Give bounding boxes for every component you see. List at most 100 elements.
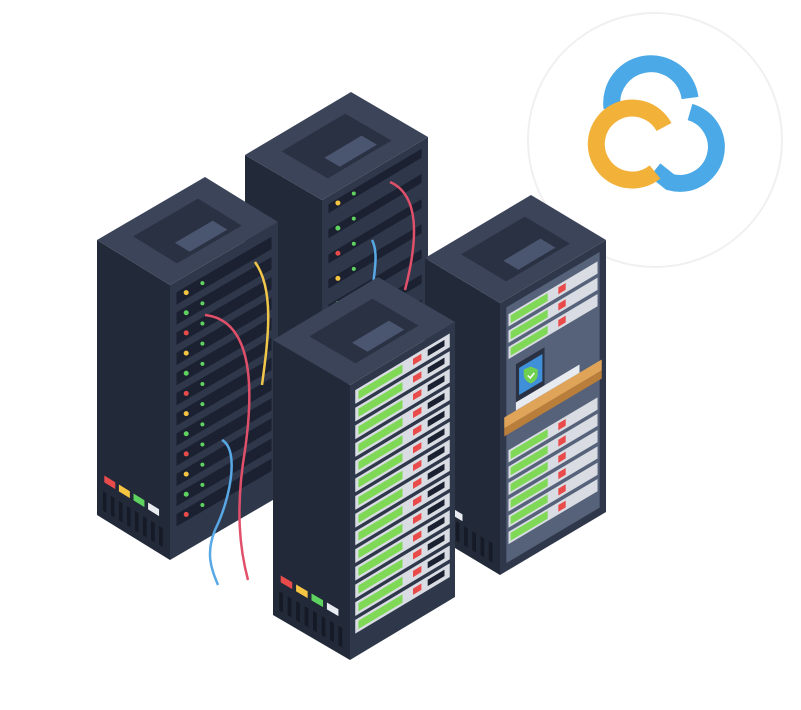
server-slot bbox=[176, 236, 272, 305]
vent-slit bbox=[151, 520, 155, 543]
server-slot bbox=[328, 199, 422, 264]
vent-slit bbox=[488, 541, 493, 563]
slot-button bbox=[427, 498, 445, 516]
slot-button bbox=[427, 569, 445, 587]
slot-led bbox=[558, 299, 566, 311]
slot-led bbox=[413, 583, 422, 595]
server-slot-display bbox=[510, 461, 548, 492]
server-slot-display bbox=[510, 494, 548, 525]
vent-slit bbox=[118, 501, 123, 523]
server-slot bbox=[176, 337, 272, 406]
vent-slit bbox=[464, 526, 468, 548]
server-slot-display bbox=[358, 576, 403, 612]
slot-led bbox=[183, 411, 189, 417]
slot-button bbox=[427, 481, 445, 498]
slot-led bbox=[200, 482, 205, 487]
slot-led bbox=[351, 266, 356, 271]
server-slot-display bbox=[358, 523, 403, 559]
slot-led bbox=[200, 422, 205, 427]
server-slot-display bbox=[358, 399, 403, 435]
server-slot-display bbox=[358, 541, 403, 576]
server-slot bbox=[176, 277, 272, 345]
rack-left-face bbox=[273, 340, 350, 660]
slot-led bbox=[200, 361, 205, 366]
slot-led bbox=[413, 530, 422, 542]
vent-slit bbox=[329, 620, 334, 643]
server-slot-display bbox=[510, 510, 548, 541]
server-slot-display bbox=[358, 470, 403, 506]
status-led bbox=[104, 475, 116, 490]
rack-left bbox=[97, 177, 278, 586]
server-slot-display bbox=[510, 478, 548, 509]
vent-slit bbox=[304, 605, 309, 628]
server-slot-display bbox=[358, 488, 403, 523]
rack-top-vent bbox=[324, 135, 377, 167]
slot-button bbox=[427, 375, 445, 392]
server-slot-display bbox=[510, 309, 548, 340]
slot-led bbox=[200, 301, 205, 306]
slot-led bbox=[200, 341, 205, 346]
status-led bbox=[311, 593, 324, 608]
rack-top-vent bbox=[174, 220, 228, 252]
vent-slit bbox=[142, 515, 147, 538]
slot-led bbox=[413, 512, 422, 525]
slot-button bbox=[427, 357, 445, 374]
server-slot-display bbox=[510, 445, 548, 476]
rack-top-panel bbox=[133, 198, 242, 264]
slot-led bbox=[335, 275, 341, 281]
shield-check-icon bbox=[523, 366, 538, 384]
logo-blue-arc-right bbox=[649, 103, 725, 192]
rack-top-panel bbox=[461, 216, 570, 282]
slot-button bbox=[427, 428, 445, 445]
rack-top-panel bbox=[281, 113, 392, 179]
server-slot-display bbox=[358, 594, 403, 630]
slot-button bbox=[427, 551, 445, 569]
slot-led bbox=[413, 548, 422, 560]
slot-led bbox=[183, 451, 189, 457]
vent-slit bbox=[313, 610, 317, 633]
server-slot bbox=[176, 317, 272, 386]
server-slot bbox=[328, 148, 422, 214]
rack-top-panel bbox=[309, 298, 419, 364]
cable-red bbox=[389, 180, 416, 291]
vent-slit bbox=[134, 510, 139, 533]
vent-slit bbox=[296, 601, 300, 623]
slot-button bbox=[427, 534, 445, 551]
vent-slit bbox=[279, 591, 284, 613]
shelf bbox=[504, 359, 602, 429]
laptop-keyboard bbox=[515, 364, 580, 411]
server-slot-display bbox=[358, 382, 403, 417]
status-led bbox=[148, 502, 160, 517]
slot-led bbox=[183, 330, 189, 336]
slot-led bbox=[413, 565, 422, 578]
logo-circle bbox=[527, 12, 783, 268]
slot-led bbox=[351, 241, 356, 246]
slot-led bbox=[200, 442, 205, 447]
slot-led bbox=[558, 484, 566, 496]
server-slot-display bbox=[358, 435, 403, 470]
slot-led bbox=[413, 477, 422, 489]
vent-slit bbox=[472, 531, 476, 553]
slot-led bbox=[558, 451, 566, 463]
slot-led bbox=[183, 310, 189, 316]
vent-slit bbox=[102, 491, 107, 513]
slot-led bbox=[413, 495, 422, 507]
cable-yellow bbox=[253, 261, 270, 386]
slot-led bbox=[558, 500, 566, 512]
vent-slit bbox=[110, 496, 115, 518]
server-slot-display bbox=[510, 293, 548, 324]
vent-slit bbox=[159, 525, 163, 548]
status-led bbox=[133, 493, 145, 508]
slot-led bbox=[335, 200, 341, 206]
slot-led bbox=[413, 459, 422, 472]
shelf-edge bbox=[504, 370, 602, 437]
slot-led bbox=[200, 462, 205, 467]
slot-button bbox=[427, 339, 445, 357]
slot-button bbox=[427, 445, 445, 463]
slot-led bbox=[413, 424, 422, 436]
slot-led bbox=[413, 389, 422, 401]
server-slot-display bbox=[358, 364, 403, 400]
cloud-logo-icon bbox=[587, 55, 725, 192]
cable-red bbox=[204, 313, 251, 581]
